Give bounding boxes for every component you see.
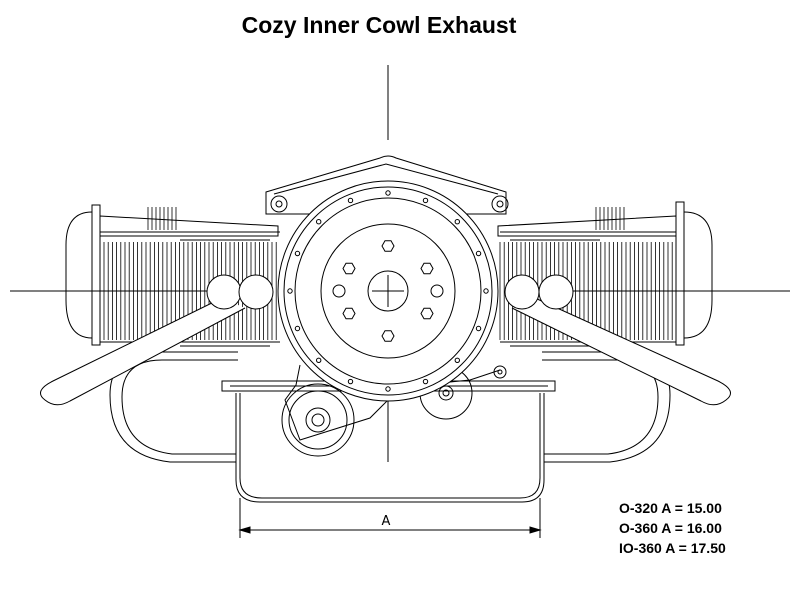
hub-bolt — [381, 330, 395, 342]
dimension-a: A — [238, 498, 542, 538]
spec-engine: O-360 — [619, 520, 658, 536]
spec-value: A = 16.00 — [661, 520, 722, 536]
ring-bolt — [347, 378, 354, 385]
spec-line-o320: O-320 A = 15.00 — [619, 500, 722, 516]
hub-hole — [332, 284, 346, 298]
hub-bolt — [342, 307, 356, 320]
ring-bolt — [475, 250, 482, 257]
ring-bolt — [316, 219, 322, 225]
spec-engine: IO-360 — [619, 540, 662, 556]
ring-bolt — [454, 219, 460, 225]
hub-bolt — [342, 262, 356, 275]
hub-hole — [430, 284, 444, 298]
upper-bracket — [265, 155, 509, 215]
ring-bolt — [385, 190, 391, 196]
spec-line-o360: O-360 A = 16.00 — [619, 520, 722, 536]
hub-bolt — [420, 262, 434, 275]
ring-bolt — [475, 325, 482, 332]
hub-bolt — [420, 307, 434, 320]
ring-bolt — [294, 250, 301, 257]
ring-bolt — [385, 386, 391, 392]
right-exhaust-pipe — [504, 274, 731, 406]
ring-bolt — [422, 378, 429, 385]
spec-value: A = 17.50 — [665, 540, 726, 556]
ring-bolt — [347, 197, 354, 204]
ring-bolt — [316, 357, 322, 363]
left-exhaust-pipe — [40, 274, 274, 406]
page-title: Cozy Inner Cowl Exhaust — [241, 12, 517, 38]
spec-value: A = 15.00 — [661, 500, 722, 516]
flywheel — [277, 180, 499, 402]
dimension-a-label: A — [382, 514, 391, 529]
ring-bolt — [287, 288, 293, 294]
right-cylinder-bank — [497, 201, 713, 347]
ring-bolt — [454, 357, 460, 363]
spec-line-io360: IO-360 A = 17.50 — [619, 540, 726, 556]
hub-bolt — [381, 240, 395, 252]
ring-bolt — [294, 325, 301, 332]
ring-bolt — [422, 197, 429, 204]
ring-bolt — [483, 288, 489, 294]
spec-engine: O-320 — [619, 500, 658, 516]
